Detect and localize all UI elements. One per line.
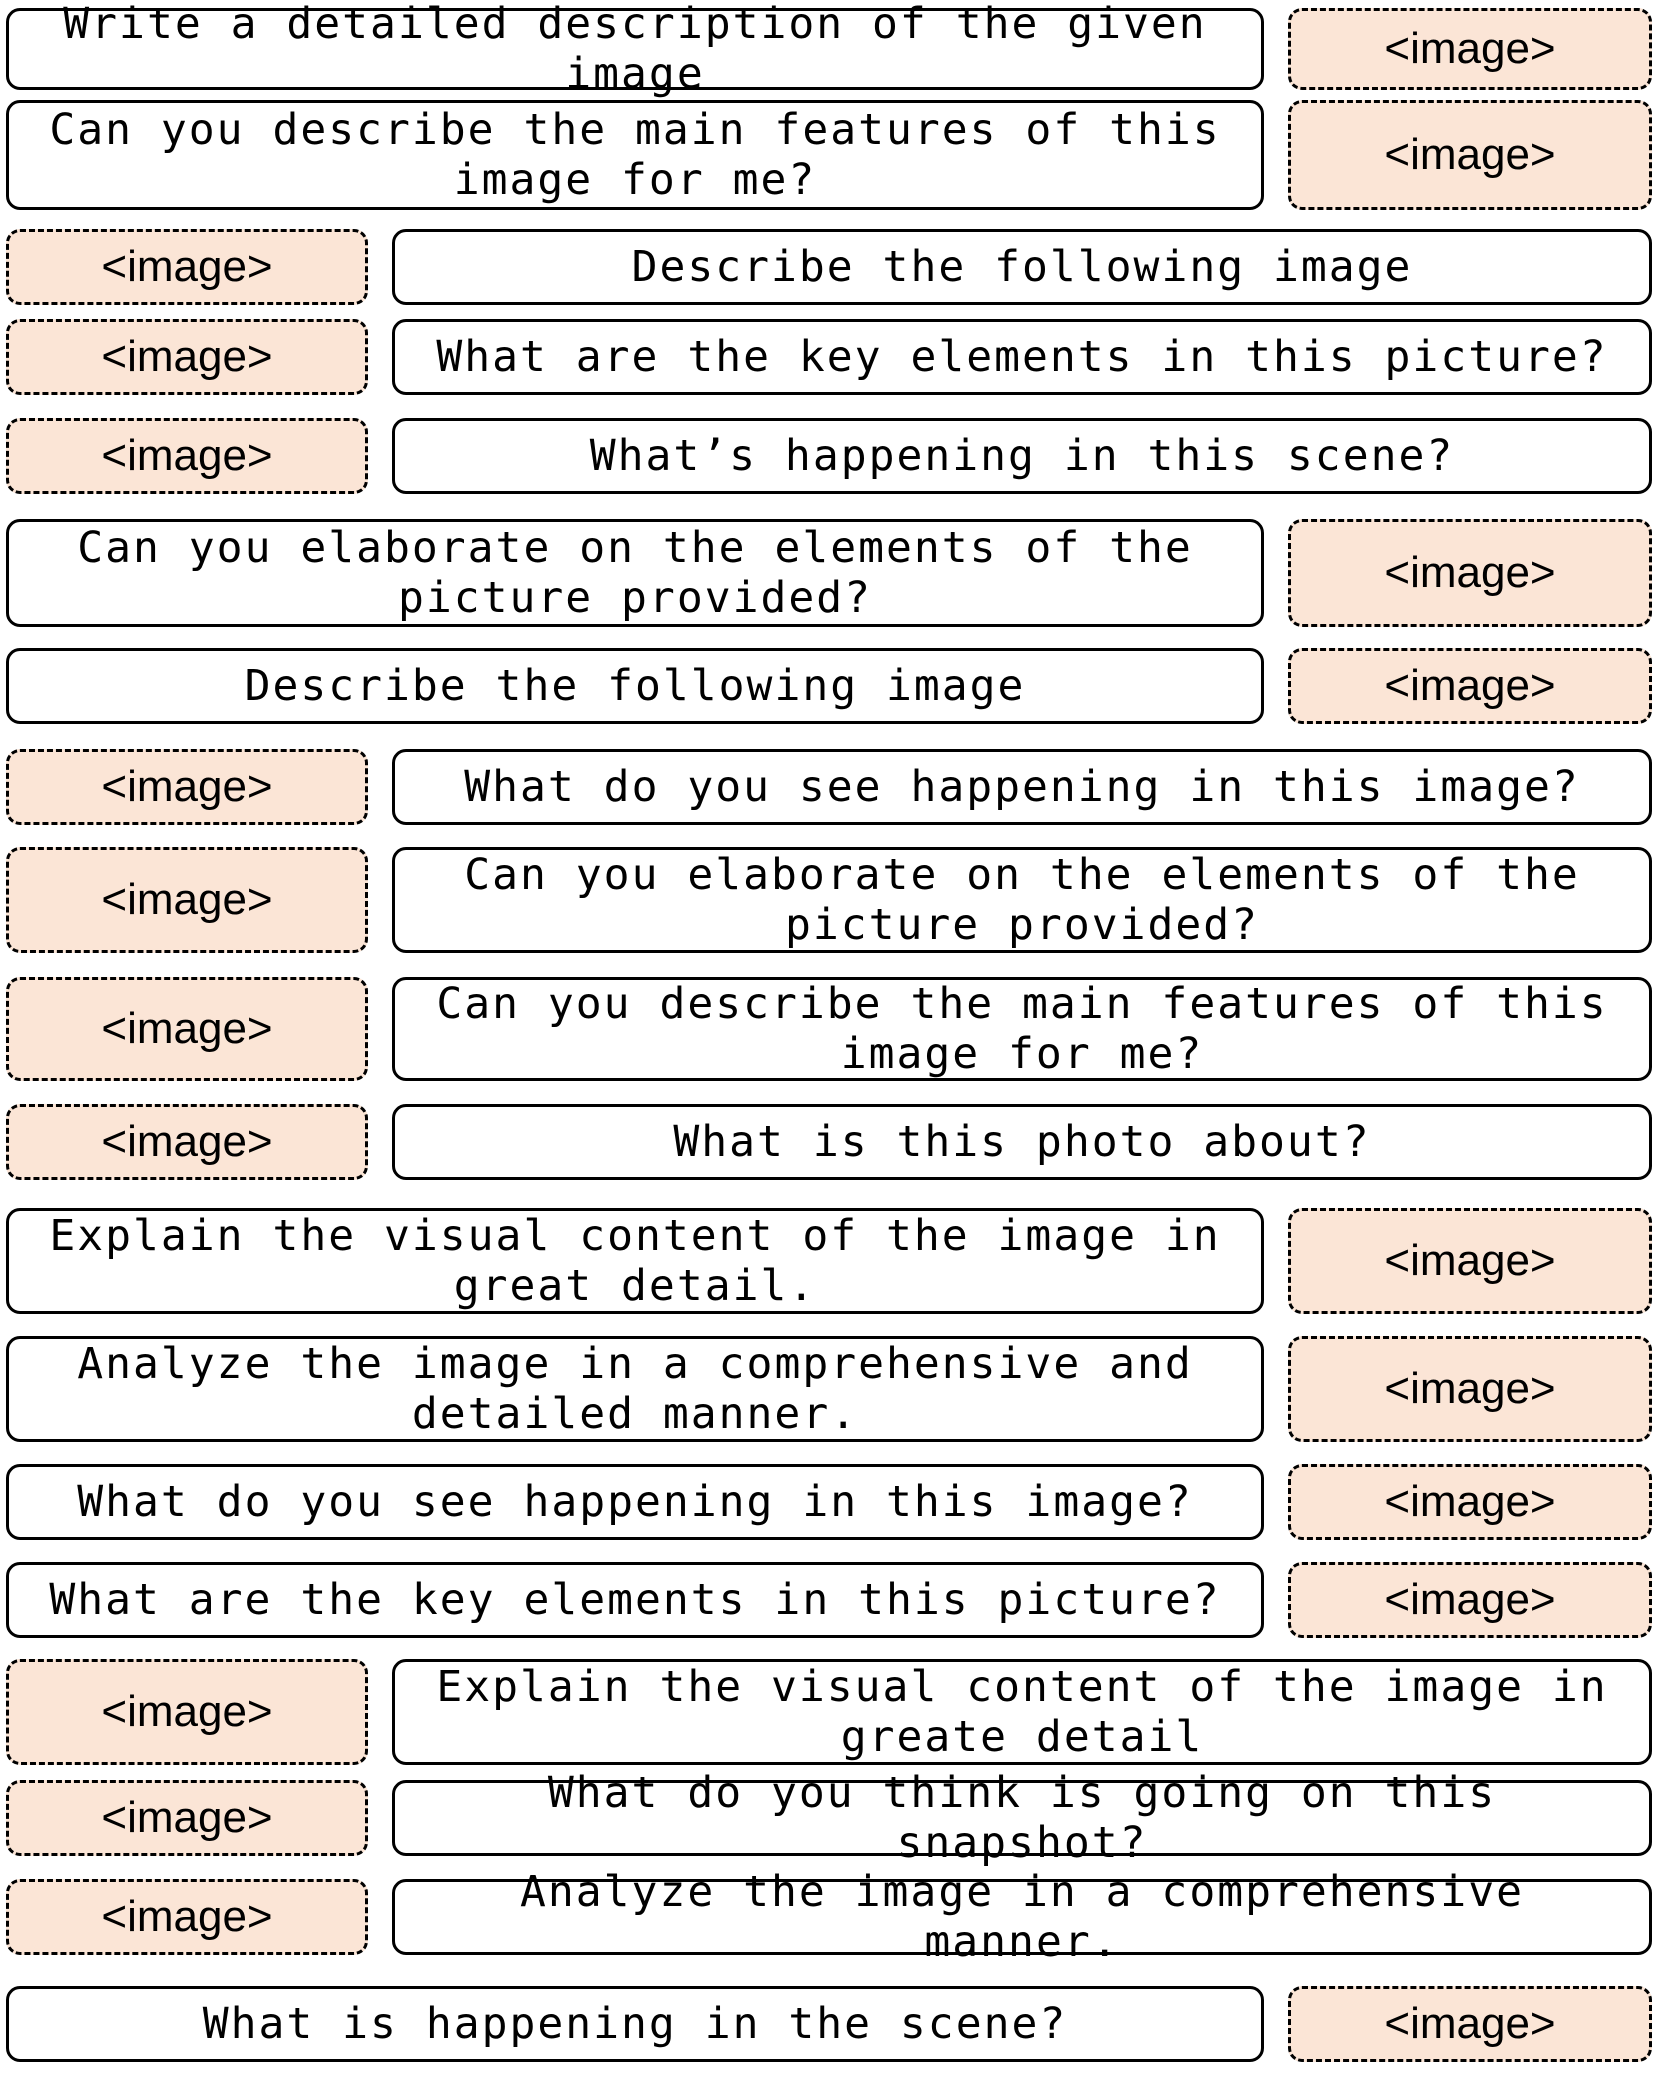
prompt-box: Write a detailed description of the give…	[6, 0, 1264, 99]
image-token-label: <image>	[1384, 24, 1556, 73]
prompt-text: What do you think is going on this snaps…	[547, 1768, 1497, 1868]
prompt-box: Can you elaborate on the elements of the…	[6, 519, 1264, 627]
image-token-label: <image>	[1384, 661, 1556, 710]
image-placeholder-token: <image>	[6, 1879, 368, 1955]
prompt-box: What do you see happening in this image?	[6, 1464, 1264, 1540]
image-placeholder-token: <image>	[6, 1659, 368, 1765]
prompt-text: What is this photo about?	[673, 1117, 1371, 1167]
prompt-text: Describe the following image	[631, 242, 1413, 292]
prompt-text: Describe the following image	[244, 661, 1026, 711]
prompt-box: Describe the following image	[392, 229, 1652, 305]
image-placeholder-token: <image>	[6, 749, 368, 825]
image-token-label: <image>	[1384, 1999, 1556, 2048]
image-token-label: <image>	[101, 332, 273, 381]
prompt-text: Analyze the image in a comprehensive and…	[77, 1339, 1193, 1439]
prompt-box: What’s happening in this scene?	[392, 418, 1652, 494]
prompt-box: Explain the visual content of the image …	[6, 1208, 1264, 1314]
image-token-label: <image>	[101, 1004, 273, 1053]
image-placeholder-token: <image>	[1288, 1986, 1652, 2062]
image-token-label: <image>	[1384, 1575, 1556, 1624]
prompt-box: Analyze the image in a comprehensive and…	[6, 1336, 1264, 1442]
image-token-label: <image>	[101, 1687, 273, 1736]
image-token-label: <image>	[101, 431, 273, 480]
prompt-box: Can you describe the main features of th…	[6, 100, 1264, 210]
prompt-box: What are the key elements in this pictur…	[392, 319, 1652, 395]
image-token-label: <image>	[1384, 1477, 1556, 1526]
prompt-text: What do you see happening in this image?	[77, 1477, 1193, 1527]
image-token-label: <image>	[101, 875, 273, 924]
prompt-text: Analyze the image in a comprehensive man…	[520, 1867, 1524, 1967]
image-token-label: <image>	[101, 1892, 273, 1941]
prompt-text: What do you see happening in this image?	[464, 762, 1580, 812]
image-placeholder-token: <image>	[1288, 519, 1652, 627]
image-token-label: <image>	[101, 762, 273, 811]
image-placeholder-token: <image>	[6, 847, 368, 953]
prompt-text: Can you elaborate on the elements of the…	[464, 850, 1580, 950]
prompt-box: Analyze the image in a comprehensive man…	[392, 1867, 1652, 1967]
prompt-text: Can you describe the main features of th…	[436, 979, 1608, 1079]
prompt-box: What do you think is going on this snaps…	[392, 1768, 1652, 1868]
prompt-box: Explain the visual content of the image …	[392, 1659, 1652, 1765]
prompt-box: What are the key elements in this pictur…	[6, 1562, 1264, 1638]
image-token-label: <image>	[101, 1117, 273, 1166]
prompt-text: Can you describe the main features of th…	[49, 105, 1221, 205]
image-placeholder-token: <image>	[6, 319, 368, 395]
prompt-box: Can you describe the main features of th…	[392, 977, 1652, 1081]
image-token-label: <image>	[1384, 548, 1556, 597]
image-placeholder-token: <image>	[1288, 100, 1652, 210]
prompt-text: Explain the visual content of the image …	[49, 1211, 1221, 1311]
prompt-box: Describe the following image	[6, 648, 1264, 724]
prompt-box: What do you see happening in this image?	[392, 749, 1652, 825]
image-placeholder-token: <image>	[1288, 1562, 1652, 1638]
prompt-box: Can you elaborate on the elements of the…	[392, 847, 1652, 953]
image-token-label: <image>	[1384, 1236, 1556, 1285]
image-token-label: <image>	[1384, 1364, 1556, 1413]
prompt-text: What are the key elements in this pictur…	[49, 1575, 1221, 1625]
prompt-text: What are the key elements in this pictur…	[436, 332, 1608, 382]
prompt-text: Write a detailed description of the give…	[63, 0, 1207, 99]
image-token-label: <image>	[101, 1793, 273, 1842]
image-token-label: <image>	[1384, 130, 1556, 179]
image-placeholder-token: <image>	[1288, 1336, 1652, 1442]
prompt-text: What is happening in the scene?	[202, 1999, 1068, 2049]
prompt-box: What is this photo about?	[392, 1104, 1652, 1180]
image-placeholder-token: <image>	[6, 418, 368, 494]
prompt-text: Explain the visual content of the image …	[436, 1662, 1608, 1762]
prompt-box: What is happening in the scene?	[6, 1986, 1264, 2062]
image-token-label: <image>	[101, 242, 273, 291]
image-placeholder-token: <image>	[6, 229, 368, 305]
image-placeholder-token: <image>	[6, 977, 368, 1081]
image-placeholder-token: <image>	[1288, 648, 1652, 724]
prompt-text: What’s happening in this scene?	[589, 431, 1455, 481]
image-placeholder-token: <image>	[6, 1780, 368, 1856]
image-placeholder-token: <image>	[6, 1104, 368, 1180]
image-placeholder-token: <image>	[1288, 1208, 1652, 1314]
image-placeholder-token: <image>	[1288, 1464, 1652, 1540]
prompt-text: Can you elaborate on the elements of the…	[77, 523, 1193, 623]
image-placeholder-token: <image>	[1288, 8, 1652, 90]
